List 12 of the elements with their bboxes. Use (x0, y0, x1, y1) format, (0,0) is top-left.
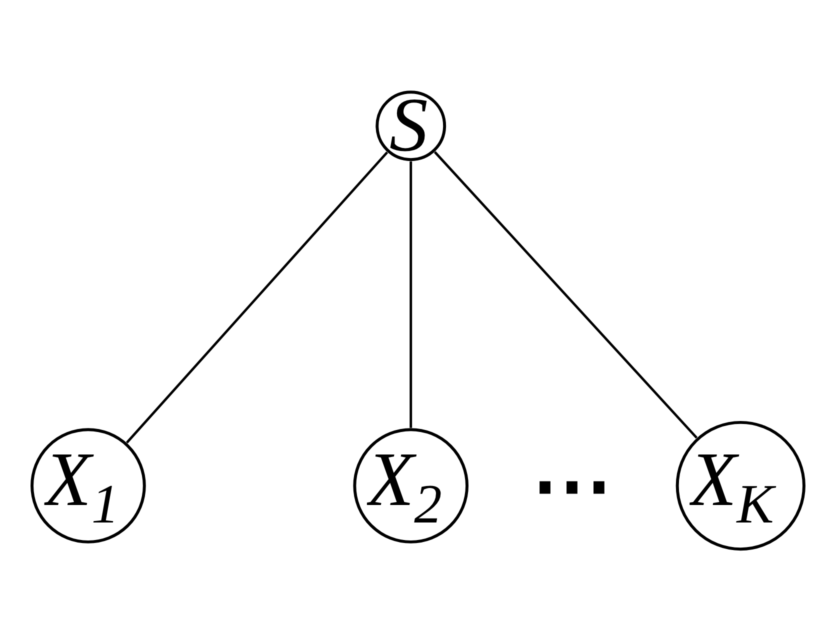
connector-line (126, 151, 388, 444)
node-label: X$_{K}$ (690, 436, 774, 537)
node-label: X$_{1}$ (44, 436, 120, 537)
ellipsis-text: ⋯ (532, 445, 613, 526)
node-circle (353, 428, 469, 544)
node-label: S (389, 80, 428, 170)
connector-line (410, 161, 412, 428)
connector-line (434, 151, 698, 439)
node-label: X$_{2}$ (366, 436, 442, 537)
node-circle (676, 420, 806, 551)
node-circle (376, 90, 446, 161)
node-circle (30, 428, 146, 544)
